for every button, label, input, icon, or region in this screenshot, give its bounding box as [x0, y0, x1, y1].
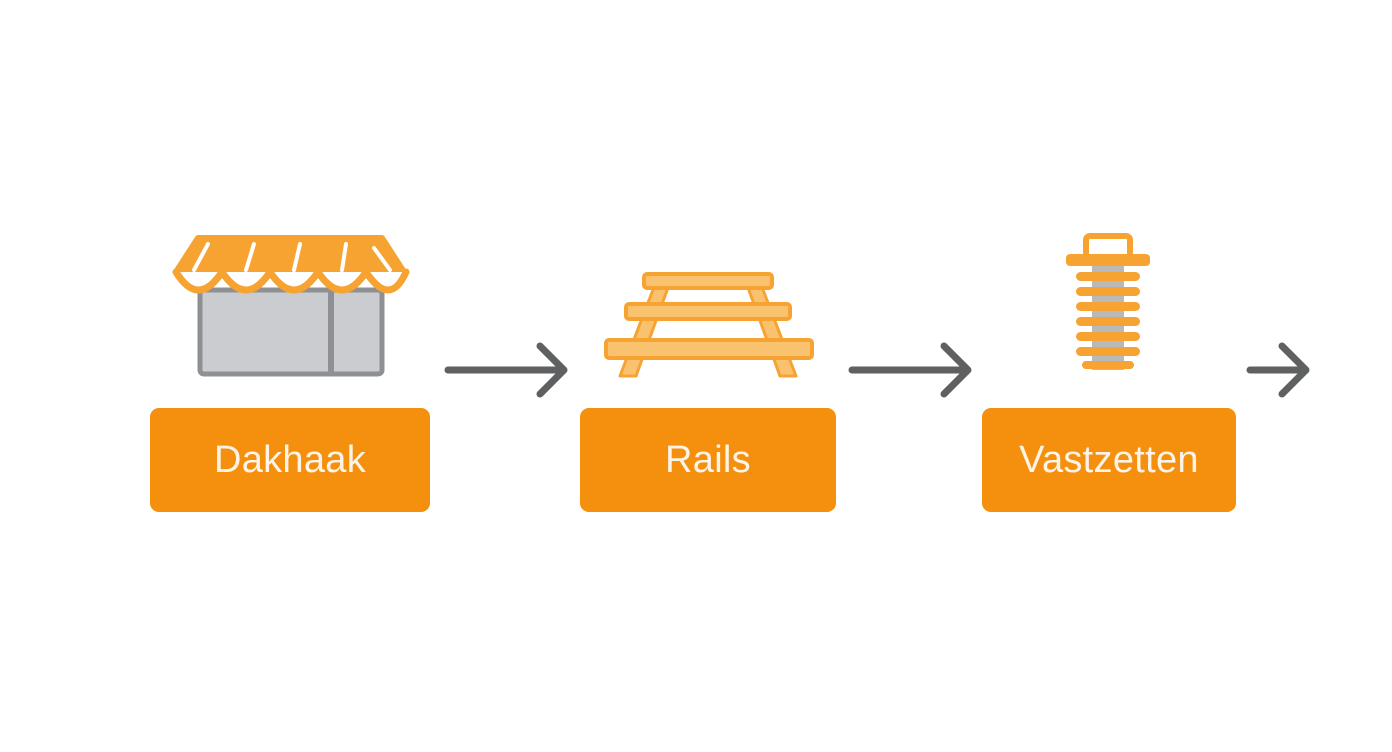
arrow-right-icon	[848, 342, 972, 398]
step-label-text: Vastzetten	[1019, 438, 1199, 481]
rails-rack-icon	[604, 272, 814, 378]
screw-bolt-icon	[1066, 233, 1150, 370]
arrow-right-icon	[1246, 342, 1310, 398]
step-label-text: Rails	[665, 438, 751, 481]
storefront-awning-icon	[172, 235, 410, 377]
step-label-rails: Rails	[580, 408, 836, 512]
step-label-vastzetten: Vastzetten	[982, 408, 1236, 512]
step-label-text: Dakhaak	[213, 438, 367, 481]
arrow-right-icon	[444, 342, 568, 398]
step-label-dakhaak: Dakhaak	[150, 408, 430, 512]
